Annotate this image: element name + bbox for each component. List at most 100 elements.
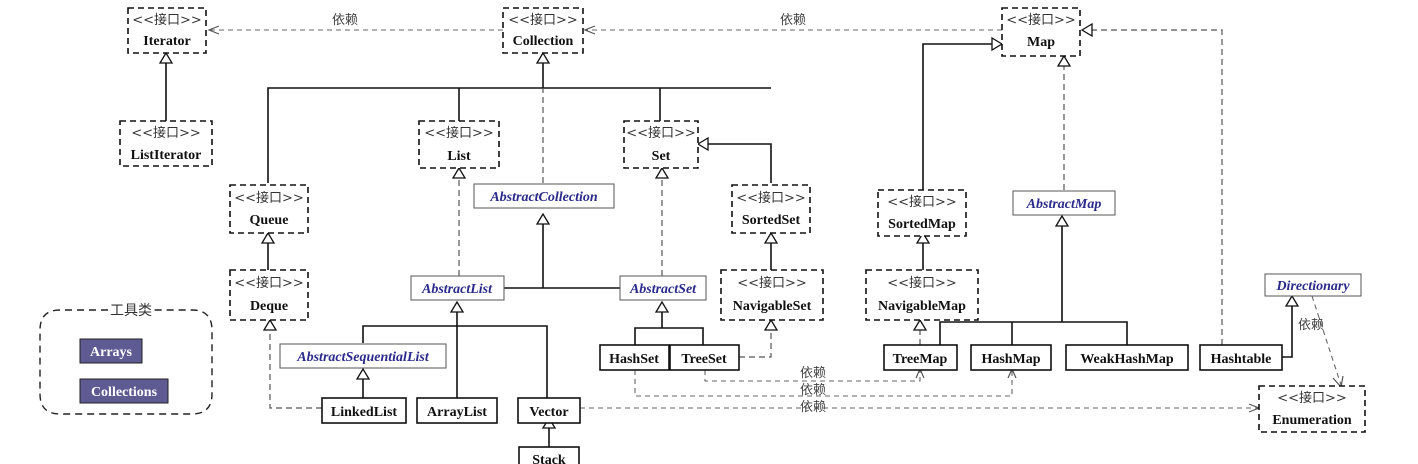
stereotype-label: <<接口>> [736, 190, 806, 206]
abstract-node-directionary: Directionary [1264, 273, 1362, 297]
node-label: LinkedList [331, 405, 397, 420]
node-label: Queue [250, 213, 289, 228]
edge-treemap-navigablemap [912, 318, 928, 345]
dependency-label: 依赖 [800, 366, 826, 381]
class-node-treeset: TreeSet [669, 344, 740, 371]
node-label: Hashtable [1211, 352, 1272, 367]
stereotype-label: <<接口>> [1277, 390, 1347, 406]
node-label: Enumeration [1272, 413, 1352, 428]
node-label: Collection [513, 34, 574, 49]
node-label: Arrays [90, 345, 133, 360]
interface-node-navigableset: <<接口>> NavigableSet [720, 269, 824, 321]
utility-classes-group: 工具类 Arrays Collections [39, 303, 213, 415]
edge-hashtable-map [1080, 22, 1223, 345]
edge-linkedlist-deque [262, 318, 322, 409]
edge-abstractmap-subclasses [939, 214, 1128, 345]
edge-sortedmap-map [922, 36, 1004, 190]
stereotype-label: <<接口>> [131, 125, 201, 141]
node-label: Directionary [1275, 279, 1350, 294]
edge-treeset-navigableset [739, 318, 779, 358]
edge-deque-queue [260, 231, 276, 270]
stereotype-label: <<接口>> [234, 190, 304, 206]
node-label: ArrayList [427, 405, 487, 420]
interface-node-sortedset: <<接口>> SortedSet [731, 184, 811, 234]
node-label: List [447, 149, 471, 164]
node-label: AbstractSet [629, 282, 697, 297]
node-label: AbstractList [421, 282, 493, 297]
edge-abstractset-set [654, 166, 670, 276]
class-node-treemap: TreeMap [883, 344, 958, 371]
interface-node-list: <<接口>> List [418, 120, 500, 169]
stereotype-label: <<接口>> [887, 275, 957, 291]
node-label: NavigableSet [733, 299, 812, 314]
class-node-linkedlist: LinkedList [321, 397, 407, 424]
abstract-node-abstractset: AbstractSet [619, 275, 707, 301]
interface-node-iterator: <<接口>> Iterator [127, 7, 207, 54]
edge-linkedlist-abstractsequentiallist [355, 367, 371, 398]
node-label: AbstractCollection [489, 190, 598, 205]
stereotype-label: <<接口>> [626, 125, 696, 141]
edge-abstractmap-map [1056, 54, 1072, 190]
utility-group-title: 工具类 [110, 303, 152, 319]
edge-navigableset-sortedset [763, 231, 779, 270]
dependency-label: 依赖 [780, 13, 806, 28]
node-label: Deque [250, 299, 288, 314]
node-label: TreeSet [681, 352, 727, 367]
utility-node-collections: Collections [79, 378, 169, 404]
abstract-node-abstractsequentiallist: AbstractSequentialList [279, 343, 447, 369]
node-label: HashSet [609, 352, 659, 367]
interface-node-sortedmap: <<接口>> SortedMap [877, 189, 967, 237]
interface-node-map: <<接口>> Map [1001, 7, 1081, 57]
class-node-stack: Stack [518, 446, 580, 464]
class-node-hashmap: HashMap [970, 344, 1052, 371]
interface-node-collection: <<接口>> Collection [502, 7, 584, 54]
stereotype-label: <<接口>> [887, 194, 957, 210]
dependency-label: 依赖 [800, 383, 826, 398]
node-label: HashMap [981, 352, 1040, 367]
node-label: Map [1027, 35, 1055, 50]
stereotype-label: <<接口>> [737, 275, 807, 291]
interface-node-navigablemap: <<接口>> NavigableMap [865, 269, 979, 321]
edge-navigablemap-sortedmap [915, 231, 931, 270]
abstract-node-abstractlist: AbstractList [410, 275, 505, 301]
node-label: AbstractSequentialList [296, 350, 430, 365]
dependency-map-collection [583, 25, 1002, 35]
stereotype-label: <<接口>> [508, 12, 578, 28]
stereotype-label: <<接口>> [234, 275, 304, 291]
interface-node-listiterator: <<接口>> ListIterator [119, 120, 213, 167]
stereotype-label: <<接口>> [132, 12, 202, 28]
class-node-hashtable: Hashtable [1199, 344, 1283, 371]
edge-hashtable-directionary [1282, 294, 1300, 358]
dependency-label: 依赖 [800, 400, 826, 415]
edge-listiterator-iterator [158, 51, 174, 121]
dependency-vector-enumeration [580, 403, 1261, 413]
class-node-hashset: HashSet [599, 344, 670, 371]
stereotype-label: <<接口>> [424, 125, 494, 141]
edge-sortedset-set [696, 136, 772, 183]
node-label: Vector [529, 405, 568, 420]
interface-node-deque: <<接口>> Deque [229, 269, 309, 321]
connectors [158, 22, 1344, 447]
abstract-node-abstractcollection: AbstractCollection [473, 183, 615, 209]
node-label: SortedMap [888, 217, 956, 232]
edge-bus-collection [267, 51, 771, 183]
dependency-label: 依赖 [1298, 318, 1324, 333]
node-label: Collections [91, 385, 158, 400]
dependency-collection-iterator [207, 25, 503, 35]
class-node-vector: Vector [517, 397, 581, 424]
interface-node-set: <<接口>> Set [623, 120, 699, 169]
node-label: Stack [532, 453, 566, 464]
edge-abstractlist-list [451, 166, 467, 276]
abstract-node-abstractmap: AbstractMap [1012, 190, 1116, 216]
node-label: Set [652, 149, 671, 164]
class-node-arraylist: ArrayList [416, 397, 498, 424]
node-label: ListIterator [131, 148, 202, 163]
node-label: TreeMap [893, 352, 948, 367]
class-node-weakhashmap: WeakHashMap [1065, 344, 1189, 371]
interface-node-enumeration: <<接口>> Enumeration [1258, 385, 1366, 433]
node-label: NavigableMap [878, 299, 966, 314]
stereotype-label: <<接口>> [1006, 12, 1076, 28]
node-label: WeakHashMap [1080, 352, 1174, 367]
node-label: AbstractMap [1026, 197, 1102, 212]
